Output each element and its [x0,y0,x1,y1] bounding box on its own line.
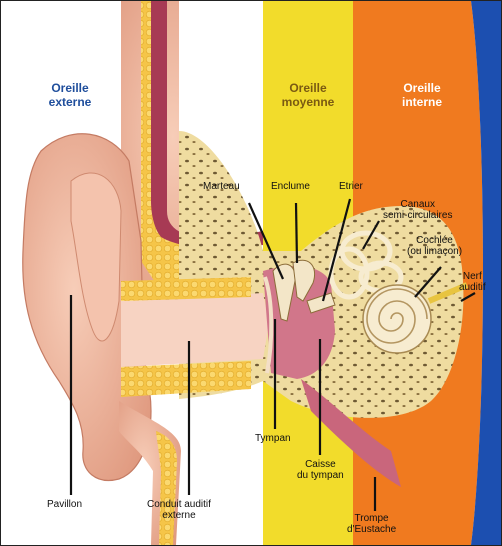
label-nerf: Nerf auditif [459,271,486,293]
label-tympan: Tympan [255,433,291,444]
label-trompe-line1: Trompe [347,513,396,524]
label-cochlee-line1: Cochlée [407,235,462,246]
label-cochlee-line2: (ou limaçon) [407,246,462,257]
cochlea-shape [363,285,431,353]
zone-title-internal-line2: interne [381,95,463,109]
zone-title-internal: Oreille interne [381,81,463,109]
ear-canal-fat-upper [121,277,251,301]
enclume-line [296,203,297,263]
label-nerf-line1: Nerf [459,271,486,282]
label-enclume: Enclume [271,181,310,192]
ear-canal [121,293,269,367]
zone-title-external: Oreille externe [35,81,105,109]
label-nerf-line2: auditif [459,282,486,293]
zone-title-middle-line2: moyenne [267,95,349,109]
label-pavillon: Pavillon [47,499,82,510]
label-marteau: Marteau [203,181,240,192]
zone-title-middle: Oreille moyenne [267,81,349,109]
label-marteau-text: Marteau [203,181,240,192]
label-conduit-line2: externe [147,510,211,521]
label-caisse-line1: Caisse [297,459,344,470]
label-tympan-text: Tympan [255,433,291,444]
label-conduit-line1: Conduit auditif [147,499,211,510]
label-enclume-text: Enclume [271,181,310,192]
label-canaux: Canaux semi-circulaires [383,199,452,221]
label-canaux-line1: Canaux [383,199,452,210]
label-etrier-text: Etrier [339,181,363,192]
label-pavillon-text: Pavillon [47,499,82,510]
label-etrier: Etrier [339,181,363,192]
label-canaux-line2: semi-circulaires [383,210,452,221]
label-caisse: Caisse du tympan [297,459,344,481]
label-conduit: Conduit auditif externe [147,499,211,521]
label-cochlee: Cochlée (ou limaçon) [407,235,462,257]
zone-title-internal-line1: Oreille [381,81,463,95]
label-trompe-line2: d'Eustache [347,524,396,535]
zone-title-middle-line1: Oreille [267,81,349,95]
zone-title-external-line2: externe [35,95,105,109]
label-trompe: Trompe d'Eustache [347,513,396,535]
zone-title-external-line1: Oreille [35,81,105,95]
label-caisse-line2: du tympan [297,470,344,481]
